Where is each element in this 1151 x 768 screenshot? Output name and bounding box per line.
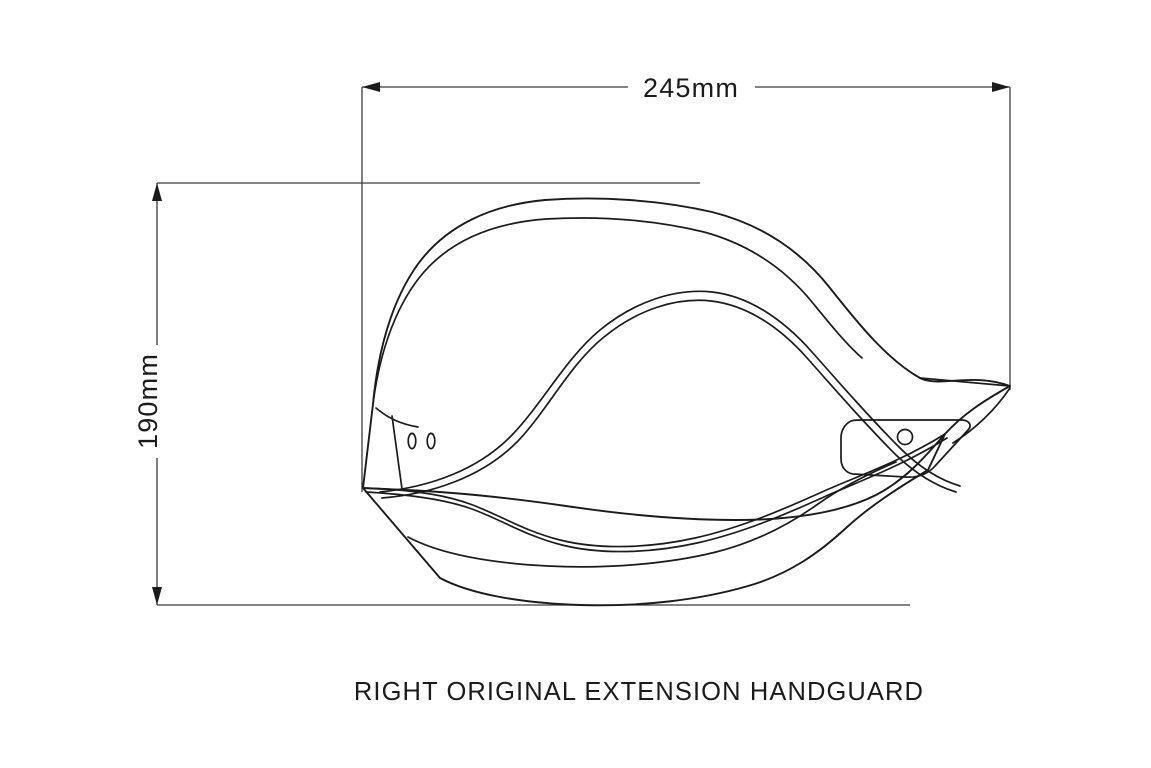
width-arrow-right-icon xyxy=(992,82,1010,92)
height-dimension-label: 190mm xyxy=(133,353,163,449)
vent-hole-2 xyxy=(426,432,436,450)
handguard-lower-skirt-upper-edge xyxy=(362,433,946,548)
width-arrow-left-icon xyxy=(362,82,380,92)
handguard-geometry-layer xyxy=(362,197,1011,607)
height-arrow-top-icon xyxy=(152,183,162,201)
handguard-right-tip-top-facet xyxy=(919,377,1011,387)
handguard-left-edge-wall-line xyxy=(391,415,403,490)
vent-hole-1 xyxy=(407,432,417,450)
handguard-upper-left-tip-crease xyxy=(375,407,419,428)
dimension-annotation-layer: 245mm 190mm xyxy=(133,73,1011,606)
width-dimension-label: 245mm xyxy=(643,73,739,103)
height-arrow-bottom-icon xyxy=(152,587,162,605)
handguard-central-recess-outer xyxy=(379,290,961,493)
handguard-upper-shell-inner-contour xyxy=(372,217,863,405)
handguard-right-tip-lower-facet xyxy=(952,387,1011,444)
handguard-central-recess-inner xyxy=(381,299,957,499)
drawing-caption: RIGHT ORIGINAL EXTENSION HANDGUARD xyxy=(354,678,924,706)
mounting-tab-outline xyxy=(840,419,971,478)
handguard-bottom-skirt-step-line xyxy=(407,461,897,568)
handguard-bottom-skirt-outer-profile xyxy=(362,433,946,607)
handguard-lower-skirt-middle-crease xyxy=(365,437,948,553)
mounting-tab-bolt-hole xyxy=(896,428,914,446)
